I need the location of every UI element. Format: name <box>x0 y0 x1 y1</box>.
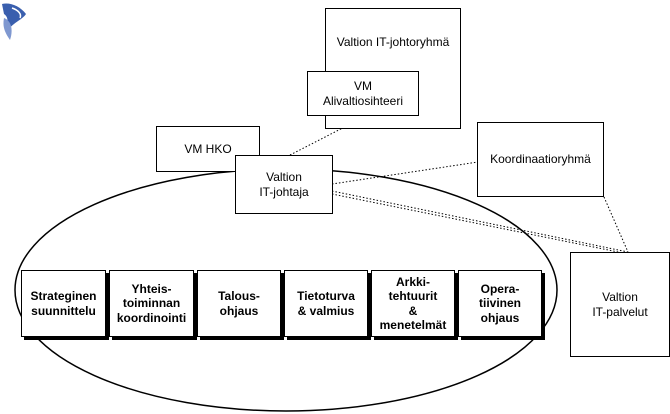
function-arkkitehtuurit-menetelmat: Arkki- tehtuurit & menetelmät <box>371 270 455 337</box>
logo-icon <box>2 3 26 40</box>
connector-johtaja-alivaltiosihteeri <box>289 114 369 156</box>
connector-koordinaatio-palvelut <box>603 196 629 253</box>
function-operatiivinen-ohjaus: Opera- tiivinen ohjaus <box>458 270 542 337</box>
node-alivaltiosihteeri: VM Alivaltiosihteeri <box>307 71 419 116</box>
connector-johtaja-palvelut-2 <box>331 193 629 255</box>
node-vm-hko: VM HKO <box>156 126 260 172</box>
connector-johtaja-palvelut-1 <box>331 190 629 253</box>
function-yhteistoiminnan-koordinointi: Yhteis- toiminnan koordinointi <box>109 270 194 337</box>
node-koordinaatioryhma: Koordinaatioryhmä <box>477 122 604 197</box>
node-it-palvelut: Valtion IT-palvelut <box>570 252 670 357</box>
function-tietoturva-valmius: Tietoturva & valmius <box>284 270 368 337</box>
function-strateginen-suunnittelu: Strateginen suunnittelu <box>21 270 106 337</box>
node-it-johtaja: Valtion IT-johtaja <box>235 155 333 214</box>
connector-johtaja-koordinaatio <box>331 161 479 185</box>
function-talousohjaus: Talous- ohjaus <box>197 270 281 337</box>
